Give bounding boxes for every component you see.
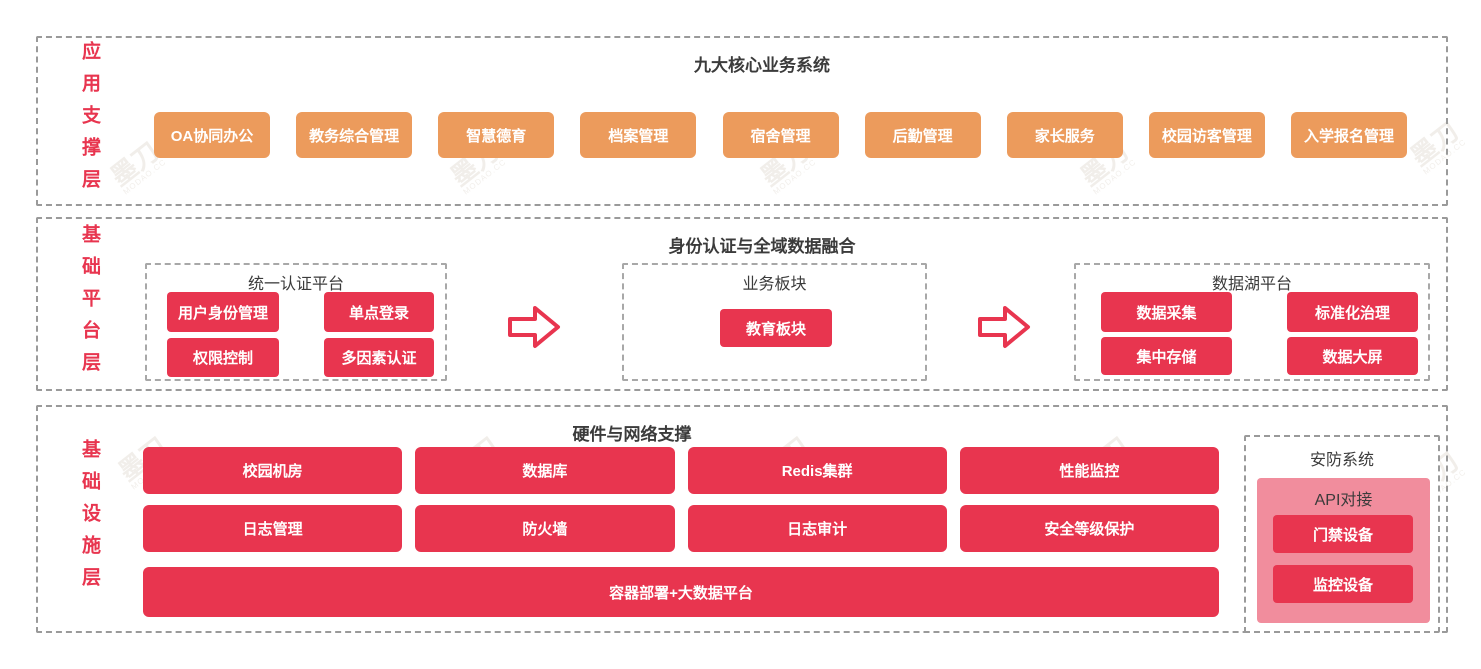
system-button-enrollment[interactable]: 入学报名管理 [1291,112,1407,158]
core-systems-row: OA协同办公 教务综合管理 智慧德育 档案管理 宿舍管理 后勤管理 家长服务 校… [154,112,1407,158]
layer-label-application-support: 应用支撑层 [79,41,100,201]
core-systems-title: 九大核心业务系统 [694,56,830,75]
hardware-network-title: 硬件与网络支撑 [572,425,692,444]
layer-label-infrastructure: 基础设施层 [79,439,100,599]
auth-button-permission[interactable]: 权限控制 [167,338,279,377]
data-lake-platform-group: 数据湖平台 数据采集 标准化治理 集中存储 数据大屏 [1074,263,1430,381]
business-sector-title: 业务板块 [742,276,807,293]
education-sector-button[interactable]: 教育板块 [720,309,832,347]
unified-auth-platform-group: 统一认证平台 用户身份管理 单点登录 权限控制 多因素认证 [145,263,447,381]
flow-arrow-icon [508,306,560,348]
flow-arrow-icon [978,306,1030,348]
lake-button-data-dashboard[interactable]: 数据大屏 [1287,337,1418,375]
auth-button-sso[interactable]: 单点登录 [324,292,434,332]
infra-block-perf-monitor[interactable]: 性能监控 [959,447,1219,494]
system-button-academic[interactable]: 教务综合管理 [296,112,413,158]
system-button-parents[interactable]: 家长服务 [1006,112,1123,158]
security-system-title: 安防系统 [1309,452,1374,469]
infra-row-1: 校园机房 数据库 Redis集群 性能监控 [143,447,1219,494]
infra-block-security-level[interactable]: 安全等级保护 [959,505,1219,552]
system-button-logistics[interactable]: 后勤管理 [864,112,981,158]
security-system-group: 安防系统 API对接 门禁设备 监控设备 [1244,435,1440,633]
data-lake-platform-title: 数据湖平台 [1211,276,1292,293]
lake-button-standardization[interactable]: 标准化治理 [1287,292,1418,332]
api-integration-panel: API对接 门禁设备 监控设备 [1257,478,1430,623]
infra-row-2: 日志管理 防火墙 日志审计 安全等级保护 [143,505,1219,552]
infra-block-firewall[interactable]: 防火墙 [415,505,675,552]
application-support-layer: 应用支撑层 九大核心业务系统 OA协同办公 教务综合管理 智慧德育 档案管理 宿… [36,36,1448,206]
infra-block-database[interactable]: 数据库 [415,447,675,494]
infra-block-log-mgmt[interactable]: 日志管理 [143,505,403,552]
access-control-device-button[interactable]: 门禁设备 [1273,515,1413,553]
lake-button-data-collection[interactable]: 数据采集 [1101,292,1232,332]
auth-button-identity-mgmt[interactable]: 用户身份管理 [167,292,279,332]
identity-data-fusion-title: 身份认证与全域数据融合 [668,237,856,256]
system-button-archives[interactable]: 档案管理 [580,112,697,158]
api-integration-title: API对接 [1314,492,1373,509]
unified-auth-platform-title: 统一认证平台 [247,276,344,293]
infra-block-redis-cluster[interactable]: Redis集群 [687,447,947,494]
infra-block-log-audit[interactable]: 日志审计 [687,505,947,552]
infra-row-3: 容器部署+大数据平台 [143,567,1219,617]
layer-label-basic-platform: 基础平台层 [79,224,100,384]
system-button-moral-edu[interactable]: 智慧德育 [438,112,555,158]
monitoring-device-button[interactable]: 监控设备 [1273,565,1413,603]
system-button-visitors[interactable]: 校园访客管理 [1148,112,1265,158]
infrastructure-layer: 基础设施层 硬件与网络支撑 校园机房 数据库 Redis集群 性能监控 日志管理… [36,405,1448,633]
infra-block-server-room[interactable]: 校园机房 [143,447,403,494]
auth-button-mfa[interactable]: 多因素认证 [324,338,434,377]
basic-platform-layer: 基础平台层 身份认证与全域数据融合 统一认证平台 用户身份管理 单点登录 权限控… [36,217,1448,391]
system-button-oa[interactable]: OA协同办公 [154,112,270,158]
lake-button-central-storage[interactable]: 集中存储 [1101,337,1232,375]
system-button-dormitory[interactable]: 宿舍管理 [722,112,839,158]
infra-block-container-bigdata[interactable]: 容器部署+大数据平台 [143,567,1219,617]
business-sector-group: 业务板块 教育板块 [622,263,927,381]
